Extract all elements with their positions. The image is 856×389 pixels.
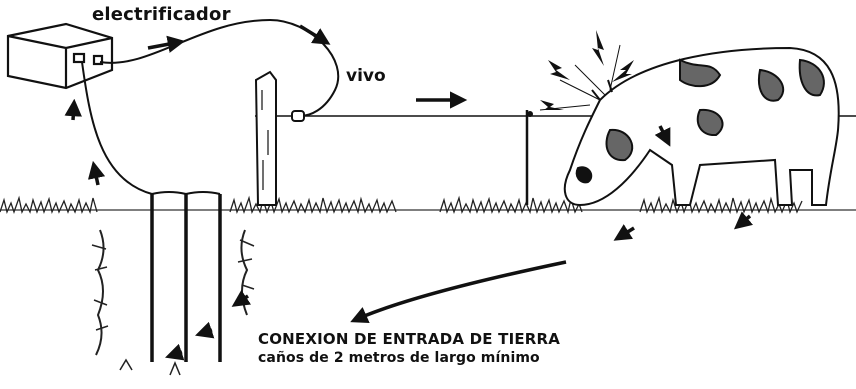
current-arrows xyxy=(64,24,754,361)
cow xyxy=(563,46,840,207)
electrifier-box xyxy=(6,22,114,90)
insulator xyxy=(291,110,305,122)
live-wire xyxy=(99,18,340,117)
label-electrificador: electrificador xyxy=(92,4,231,25)
label-conexion: CONEXION DE ENTRADA DE TIERRA xyxy=(258,330,561,348)
shock-bolts xyxy=(539,30,634,111)
ground-rods xyxy=(150,191,222,362)
label-canos: caños de 2 metros de largo mínimo xyxy=(258,350,540,366)
grass xyxy=(0,195,803,215)
ground-wire xyxy=(81,61,153,195)
label-vivo: vivo xyxy=(346,66,386,86)
fence-post xyxy=(254,70,277,206)
